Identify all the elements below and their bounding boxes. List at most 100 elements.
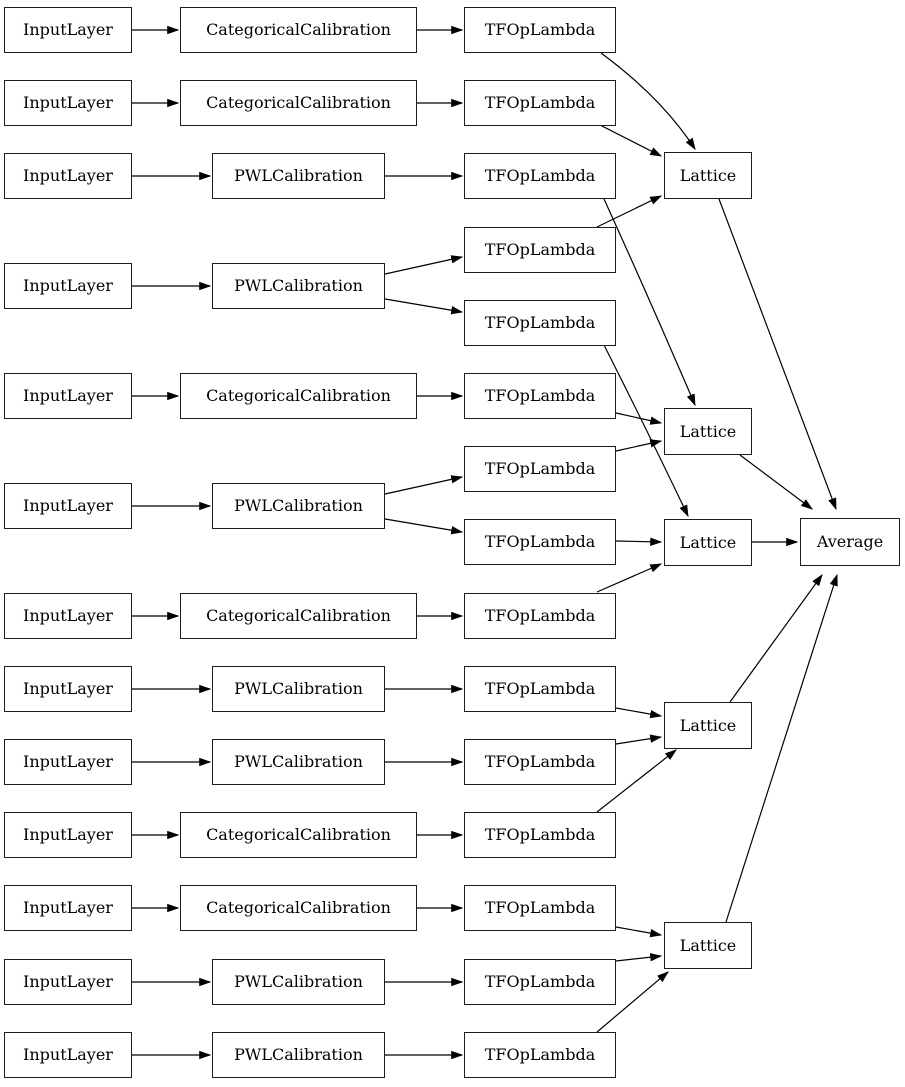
- node-label: InputLayer: [23, 898, 113, 917]
- edge-tf1-lat1: [600, 52, 696, 151]
- node-tf9: TFOpLambda: [464, 593, 616, 639]
- node-label: CategoricalCalibration: [206, 93, 391, 112]
- node-tf4: TFOpLambda: [464, 227, 616, 273]
- edge-tf14-lat5: [615, 953, 663, 962]
- edge-cal4-tf4: [384, 255, 464, 275]
- node-il1: InputLayer: [4, 7, 132, 53]
- edge-tf10-lat4: [615, 707, 663, 719]
- node-tf5: TFOpLambda: [464, 300, 616, 346]
- node-label: Lattice: [679, 935, 737, 955]
- edge-tf2-lat1: [599, 124, 663, 157]
- node-lat1: Lattice: [664, 152, 752, 199]
- node-label: Average: [816, 532, 884, 551]
- node-cal11: CategoricalCalibration: [180, 885, 417, 931]
- edge-tf11-lat4: [615, 734, 663, 745]
- node-tf2: TFOpLambda: [464, 80, 616, 126]
- node-tf13: TFOpLambda: [464, 885, 616, 931]
- node-label: InputLayer: [23, 386, 113, 405]
- node-label: Lattice: [679, 715, 737, 735]
- node-avg: Average: [800, 518, 900, 566]
- edge-tf13-lat5: [615, 926, 663, 938]
- edge-tf9-lat3: [596, 563, 663, 593]
- node-cal5: CategoricalCalibration: [180, 373, 417, 419]
- node-label: TFOpLambda: [484, 166, 596, 185]
- node-label: PWLCalibration: [234, 1045, 363, 1064]
- edge-lat4-avg: [729, 574, 823, 703]
- node-tf14: TFOpLambda: [464, 959, 616, 1005]
- node-cal10: CategoricalCalibration: [180, 812, 417, 858]
- node-label: InputLayer: [23, 606, 113, 625]
- edge-tf3-lat2: [603, 198, 696, 407]
- node-cal6: PWLCalibration: [212, 483, 385, 529]
- node-label: InputLayer: [23, 496, 113, 515]
- node-lat3: Lattice: [664, 519, 752, 566]
- node-tf1: TFOpLambda: [464, 7, 616, 53]
- node-label: CategoricalCalibration: [206, 825, 391, 844]
- edge-tf5-lat3: [603, 344, 689, 518]
- node-label: TFOpLambda: [484, 679, 596, 698]
- node-label: TFOpLambda: [484, 93, 596, 112]
- node-label: CategoricalCalibration: [206, 898, 391, 917]
- node-label: CategoricalCalibration: [206, 606, 391, 625]
- node-il3: InputLayer: [4, 153, 132, 199]
- node-label: Lattice: [679, 532, 737, 552]
- edge-lat5-avg: [725, 573, 838, 923]
- node-label: Lattice: [679, 165, 737, 185]
- node-cal3: PWLCalibration: [212, 153, 385, 199]
- node-il12: InputLayer: [4, 959, 132, 1005]
- node-tf10: TFOpLambda: [464, 666, 616, 712]
- edge-lat2-avg: [739, 454, 813, 510]
- node-label: PWLCalibration: [234, 496, 363, 515]
- node-label: PWLCalibration: [234, 679, 363, 698]
- edge-tf4-lat1: [596, 195, 663, 228]
- node-label: InputLayer: [23, 679, 113, 698]
- node-il9: InputLayer: [4, 739, 132, 785]
- node-label: TFOpLambda: [484, 240, 596, 259]
- node-il5: InputLayer: [4, 373, 132, 419]
- node-tf8: TFOpLambda: [464, 519, 616, 565]
- node-label: TFOpLambda: [484, 825, 596, 844]
- edge-tf12-lat4: [596, 749, 677, 813]
- node-label: PWLCalibration: [234, 276, 363, 295]
- node-cal1: CategoricalCalibration: [180, 7, 417, 53]
- node-il11: InputLayer: [4, 885, 132, 931]
- node-label: PWLCalibration: [234, 972, 363, 991]
- node-cal2: CategoricalCalibration: [180, 80, 417, 126]
- node-label: PWLCalibration: [234, 752, 363, 771]
- node-label: InputLayer: [23, 972, 113, 991]
- node-il10: InputLayer: [4, 812, 132, 858]
- node-label: InputLayer: [23, 20, 113, 39]
- node-label: TFOpLambda: [484, 1045, 596, 1064]
- node-label: InputLayer: [23, 93, 113, 112]
- node-il8: InputLayer: [4, 666, 132, 712]
- node-label: TFOpLambda: [484, 386, 596, 405]
- node-il4: InputLayer: [4, 263, 132, 309]
- node-label: TFOpLambda: [484, 752, 596, 771]
- node-label: Lattice: [679, 421, 737, 441]
- edge-tf6-lat2: [615, 412, 663, 425]
- node-tf15: TFOpLambda: [464, 1032, 616, 1078]
- node-cal8: PWLCalibration: [212, 666, 385, 712]
- node-il2: InputLayer: [4, 80, 132, 126]
- node-label: TFOpLambda: [484, 459, 596, 478]
- edge-cal6-tf8: [384, 518, 464, 535]
- edge-cal4-tf5: [384, 298, 464, 315]
- node-label: CategoricalCalibration: [206, 20, 391, 39]
- node-il7: InputLayer: [4, 593, 132, 639]
- node-cal4: PWLCalibration: [212, 263, 385, 309]
- node-tf12: TFOpLambda: [464, 812, 616, 858]
- edge-cal6-tf7: [384, 475, 464, 495]
- node-label: InputLayer: [23, 825, 113, 844]
- node-label: InputLayer: [23, 1045, 113, 1064]
- node-label: PWLCalibration: [234, 166, 363, 185]
- node-il6: InputLayer: [4, 483, 132, 529]
- node-label: TFOpLambda: [484, 972, 596, 991]
- edge-tf7-lat2: [615, 439, 663, 452]
- node-lat4: Lattice: [664, 702, 752, 749]
- node-tf3: TFOpLambda: [464, 153, 616, 199]
- node-label: CategoricalCalibration: [206, 386, 391, 405]
- node-cal13: PWLCalibration: [212, 1032, 385, 1078]
- edge-lat1-avg: [718, 198, 837, 511]
